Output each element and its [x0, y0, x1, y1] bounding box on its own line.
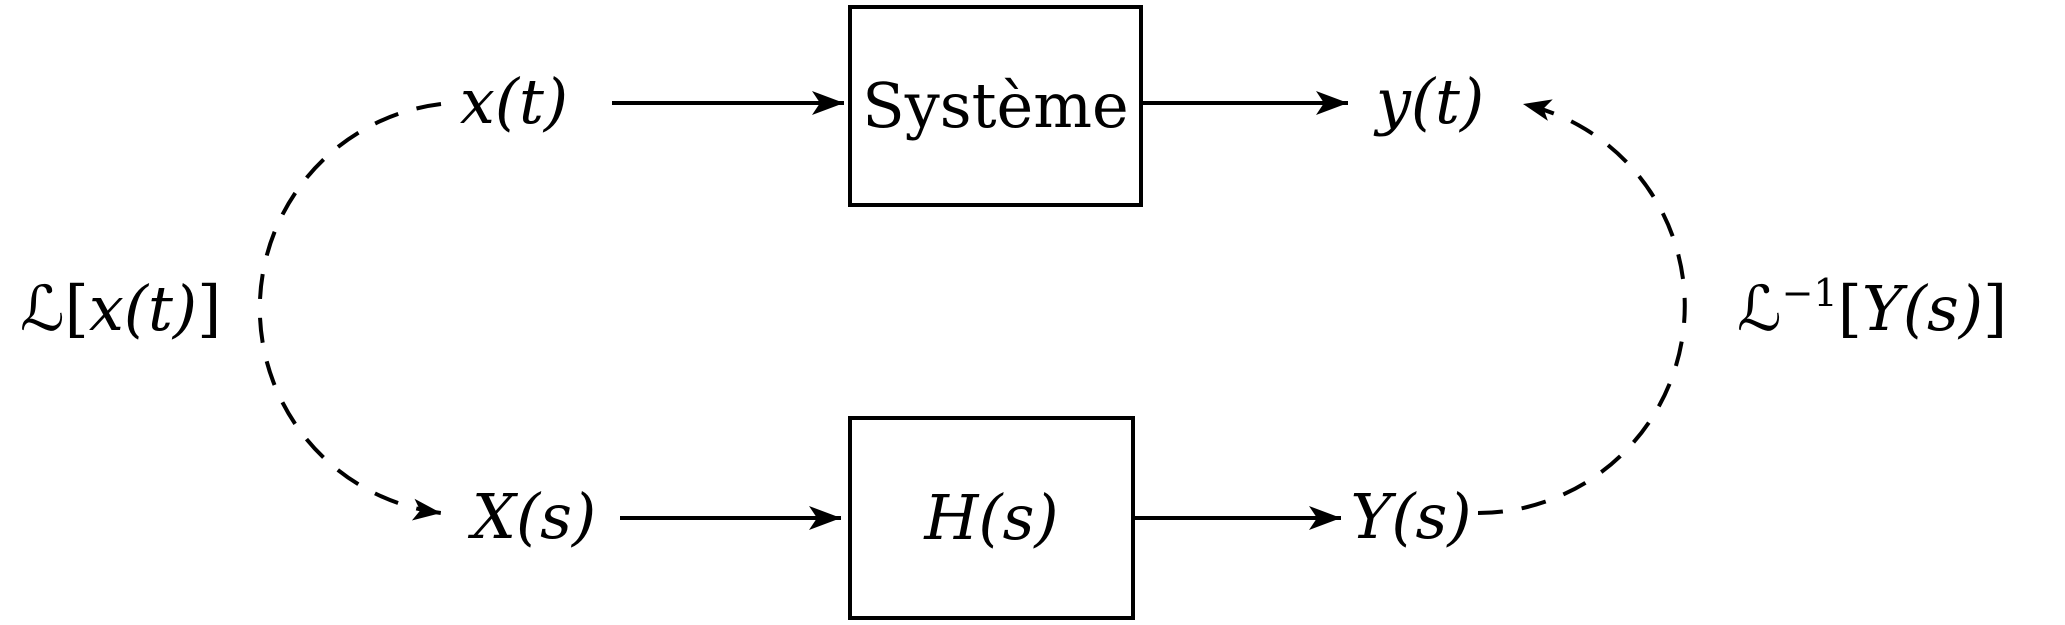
laplace-operator-glyph: ℒ	[20, 272, 65, 345]
laplace-inverse-label: ℒ−1[Y(s)]	[1737, 274, 2007, 340]
laplace-forward-label: ℒ[x(t)]	[20, 278, 221, 340]
inverse-superscript: −1	[1781, 271, 1838, 315]
laplace-inverse-argument: Y(s)	[1861, 272, 1984, 345]
input-s-signal-label: X(s)	[471, 480, 597, 553]
bracket-open: [	[64, 272, 89, 345]
output-s-signal-label: Y(s)	[1350, 480, 1472, 553]
input-time-signal-label: x(t)	[459, 65, 569, 138]
output-time-signal-label: y(t)	[1375, 65, 1485, 138]
bracket-close: ]	[1983, 272, 2008, 345]
transfer-function-label: H(s)	[924, 481, 1059, 554]
dashed-arc-laplace-inverse	[1477, 99, 1687, 515]
laplace-forward-argument: x(t)	[88, 272, 198, 345]
transfer-function-box: H(s)	[848, 416, 1135, 620]
bracket-open: [	[1837, 272, 1862, 345]
laplace-operator-glyph: ℒ	[1737, 272, 1782, 345]
system-box: Système	[848, 5, 1143, 207]
dashed-arc-laplace-forward	[257, 102, 442, 521]
bracket-close: ]	[197, 272, 222, 345]
system-box-label: Système	[862, 69, 1129, 142]
